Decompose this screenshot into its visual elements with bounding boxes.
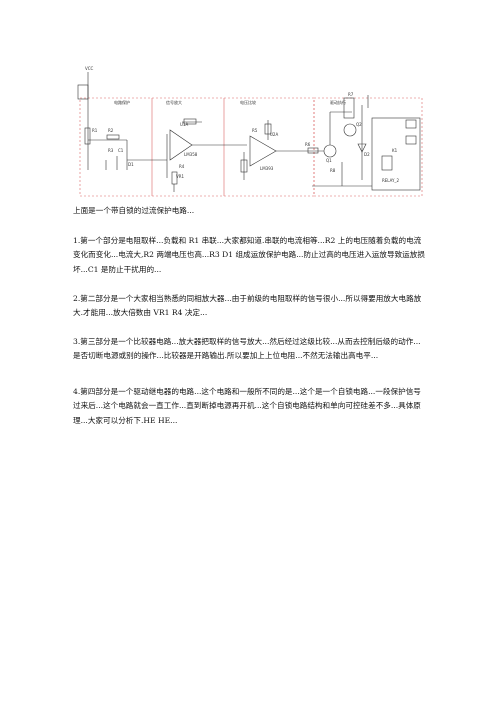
component-label-q1: Q1 (326, 158, 332, 163)
paragraph-4-text: 4.第四部分是一个驱动继电器的电路...这个电路和一般所不同的是...这个是一个… (73, 387, 421, 425)
component-label-r4: R4 (179, 164, 185, 169)
component-label-r6: R6 (305, 142, 311, 147)
component-label-q2: Q2 (356, 122, 362, 127)
component-label-d2: D2 (364, 152, 370, 157)
section-box-3 (223, 97, 315, 197)
component-label-r1: R1 (92, 128, 98, 133)
intro-paragraph: 上面是一个带自锁的过流保护电路... (73, 204, 425, 218)
section-label-1: 电路保护 (114, 99, 130, 105)
component-label-u1a: U1A (180, 122, 188, 127)
section-label-3: 电压比较 (240, 99, 256, 105)
component-label-r7: R7 (348, 92, 354, 97)
section-box-2 (151, 97, 225, 197)
intro-text: 上面是一个带自锁的过流保护电路... (73, 206, 195, 215)
section-label-2: 信号放大 (166, 99, 182, 105)
paragraph-3: 3.第三部分是一个比较器电路...放大器把取样的信号放大...然后经过这级比较.… (73, 335, 425, 364)
component-label-vr1: VR1 (176, 174, 185, 179)
component-label-d1: D1 (128, 162, 134, 167)
paragraph-1: 1.第一个部分是电阻取样...负载和 R1 串联...大家都知道.串联的电流相等… (73, 234, 425, 277)
component-label-relay: RELAY_2 (382, 178, 399, 183)
component-label-r5: R5 (252, 128, 258, 133)
paragraph-2: 2.第二部分是一个大家相当熟悉的同相放大器...由于前级的电阻取样的信号很小..… (73, 292, 425, 321)
component-label-r8: R8 (330, 168, 336, 173)
component-label-c1: C1 (118, 148, 124, 153)
section-label-4: 驱动执行 (330, 99, 346, 105)
component-label-lm393: LM393 (260, 166, 274, 171)
paragraph-3-text: 3.第三部分是一个比较器电路...放大器把取样的信号放大...然后经过这级比较.… (73, 337, 421, 361)
paragraph-4: 4.第四部分是一个驱动继电器的电路...这个电路和一般所不同的是...这个是一个… (73, 385, 425, 428)
paragraph-2-text: 2.第二部分是一个大家相当熟悉的同相放大器...由于前级的电阻取样的信号很小..… (73, 294, 422, 318)
section-box-1 (79, 97, 153, 197)
component-label-r2: R2 (108, 128, 114, 133)
component-label-r3: R3 (108, 148, 114, 153)
component-label-k1: K1 (392, 148, 398, 153)
component-label-lm358: LM358 (184, 152, 198, 157)
vcc-label: VCC (85, 66, 94, 71)
paragraph-1-text: 1.第一个部分是电阻取样...负载和 R1 串联...大家都知道.串联的电流相等… (73, 236, 425, 274)
circuit-schematic: VCC 电路保护 信号放大 电压比较 驱动执行 R1 R2 R3 R4 R5 R… (77, 66, 423, 197)
component-label-u2a: U2A (270, 132, 278, 137)
